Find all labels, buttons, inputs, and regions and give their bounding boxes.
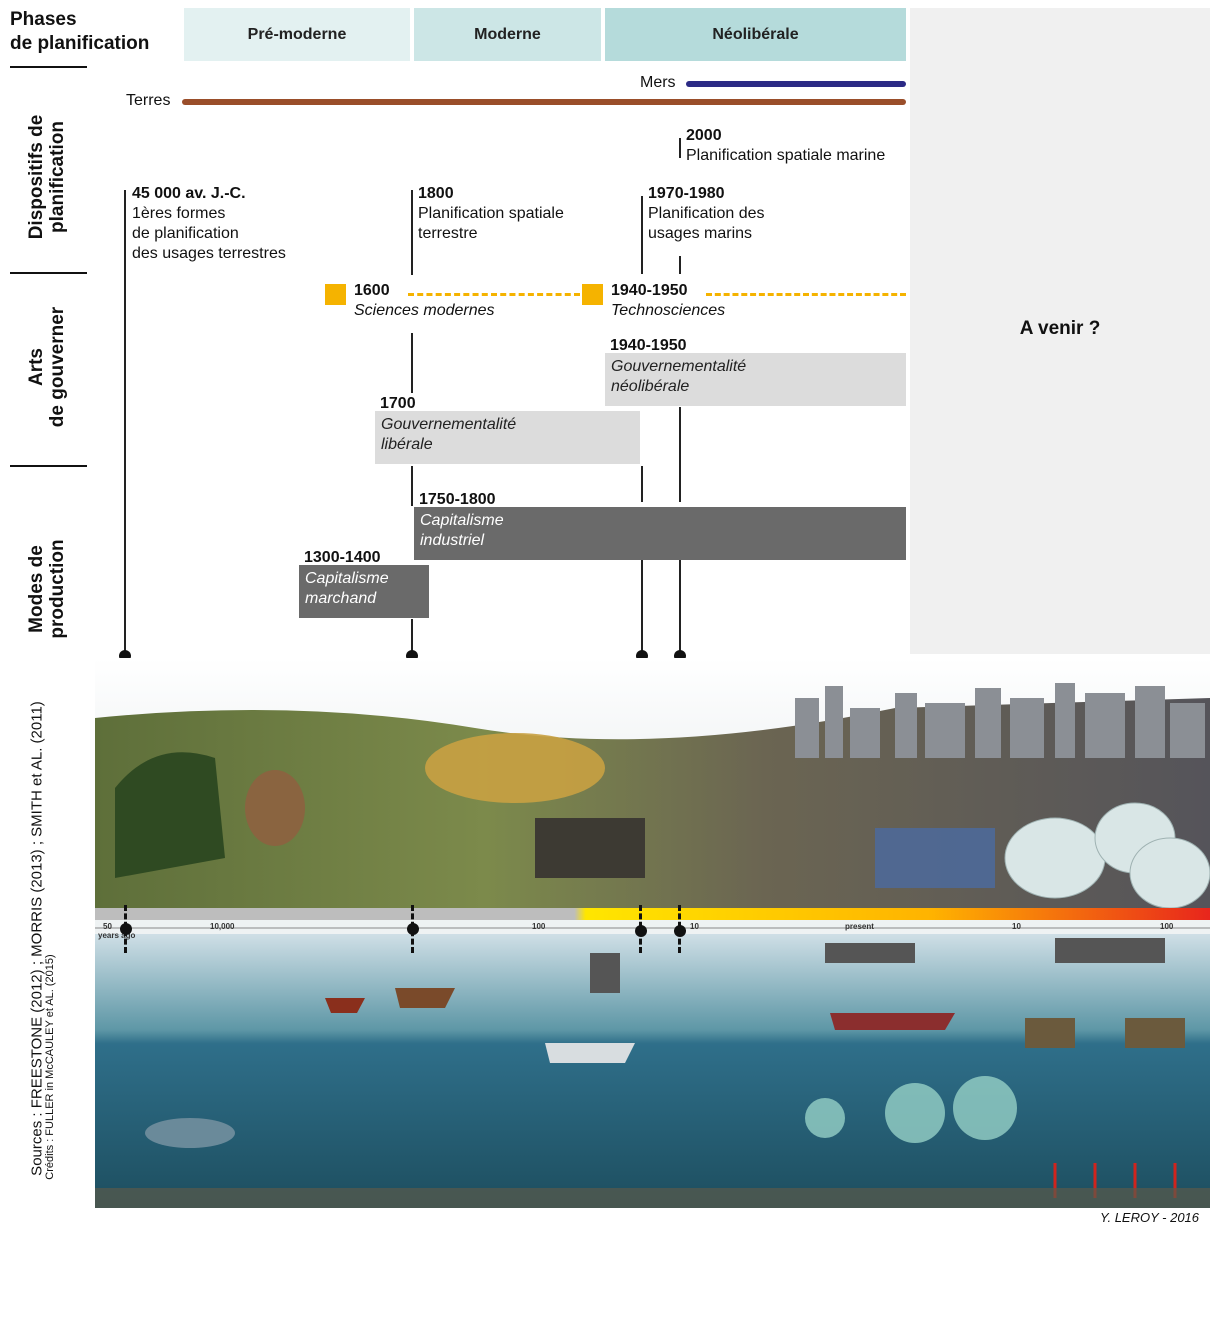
scale-dot: [674, 925, 686, 937]
credits-text: Crédits : FULLER in McCAULEY et AL. (201…: [44, 954, 56, 1180]
tick-present: present: [845, 922, 874, 931]
event-date: 1800: [418, 185, 454, 202]
scale-dot: [407, 923, 419, 935]
event-date: 45 000 av. J.-C.: [132, 185, 246, 202]
timeline-line-1800-low: [411, 466, 413, 506]
tick-10000: 10,000: [210, 922, 235, 931]
phase-moderne: Moderne: [414, 8, 601, 61]
timeline-line-1970-bottom: [641, 560, 643, 652]
event-text: Planification spatiale marine: [686, 147, 886, 164]
tick-10a: 10: [690, 922, 699, 931]
phase-neoliberale: Néolibérale: [605, 8, 906, 61]
scale-dot: [635, 925, 647, 937]
illustration-panel: [95, 658, 1210, 1208]
phase-pre-moderne: Pré-moderne: [184, 8, 410, 61]
mers-bar: [686, 81, 906, 87]
event-date: 1940-1950: [611, 282, 688, 299]
future-label: A venir ?: [1019, 318, 1101, 339]
event-date: 2000: [686, 127, 722, 144]
event-text: 1ères formes de planification des usages…: [132, 205, 286, 262]
separator: [10, 465, 87, 467]
tick-100b: 100: [1160, 922, 1174, 931]
arts-neo-box: Gouvernementalité néolibérale: [605, 353, 906, 406]
event-text: Planification spatiale terrestre: [418, 205, 564, 242]
author-credit: Y. LEROY - 2016: [1100, 1210, 1200, 1225]
technoscience-dashed-line: [706, 293, 906, 296]
row-label-arts: Arts de gouverner: [26, 306, 68, 428]
science-1940-1950: 1940-1950 Technosciences: [611, 281, 725, 321]
scale-dot: [120, 923, 132, 935]
mode-indus-date: 1750-1800: [419, 491, 496, 508]
phases-label: Phases de planification: [10, 9, 150, 54]
timeline-line-1800-top: [411, 190, 413, 275]
tick-100: 100: [532, 922, 546, 931]
mode-march-box: Capitalisme marchand: [299, 565, 429, 618]
terres-label: Terres: [126, 92, 171, 109]
row-label-dispositifs: Dispositifs de planification: [26, 114, 68, 240]
separator: [10, 66, 87, 68]
tick-years-ago: years ago: [98, 931, 136, 940]
event-45000: 45 000 av. J.-C. 1ères formes de planifi…: [132, 184, 286, 264]
event-date: 1600: [354, 282, 390, 299]
tick-10b: 10: [1012, 922, 1021, 931]
technoscience-marker: [582, 284, 603, 305]
science-1600: 1600 Sciences modernes: [354, 281, 495, 321]
event-text: Sciences modernes: [354, 302, 495, 319]
timeline-line-45000: [124, 190, 126, 652]
science-dashed-line: [408, 293, 580, 296]
arts-lib-date: 1700: [380, 395, 416, 412]
row-label-modes: Modes de production: [26, 539, 68, 639]
timeline-line-2000-a: [679, 256, 681, 274]
timeline-line-2000-top: [679, 138, 681, 158]
terres-bar: [182, 99, 906, 105]
event-1800: 1800 Planification spatiale terrestre: [418, 184, 564, 244]
event-text: Planification des usages marins: [648, 205, 765, 242]
timeline-line-1800-bottom: [411, 619, 413, 652]
event-date: 1970-1980: [648, 185, 725, 202]
mode-indus-box: Capitalisme industriel: [414, 507, 906, 560]
future-panel: [910, 8, 1210, 654]
timeline-line-2000-b: [679, 407, 681, 502]
mode-march-date: 1300-1400: [304, 549, 381, 566]
event-text: Technosciences: [611, 302, 726, 319]
arts-neo-date: 1940-1950: [610, 337, 687, 354]
timeline-line-2000-c: [679, 560, 681, 652]
arts-lib-box: Gouvernementalité libérale: [375, 411, 640, 464]
timeline-line-1800-mid: [411, 333, 413, 393]
mers-label: Mers: [640, 74, 676, 91]
timeline-line-1970-mid: [641, 466, 643, 502]
tick-50: 50: [103, 922, 112, 931]
science-marker: [325, 284, 346, 305]
separator: [10, 272, 87, 274]
timeline-line-1970-top: [641, 196, 643, 274]
event-1970-1980: 1970-1980 Planification des usages marin…: [648, 184, 765, 244]
event-2000: 2000 Planification spatiale marine: [686, 126, 885, 166]
